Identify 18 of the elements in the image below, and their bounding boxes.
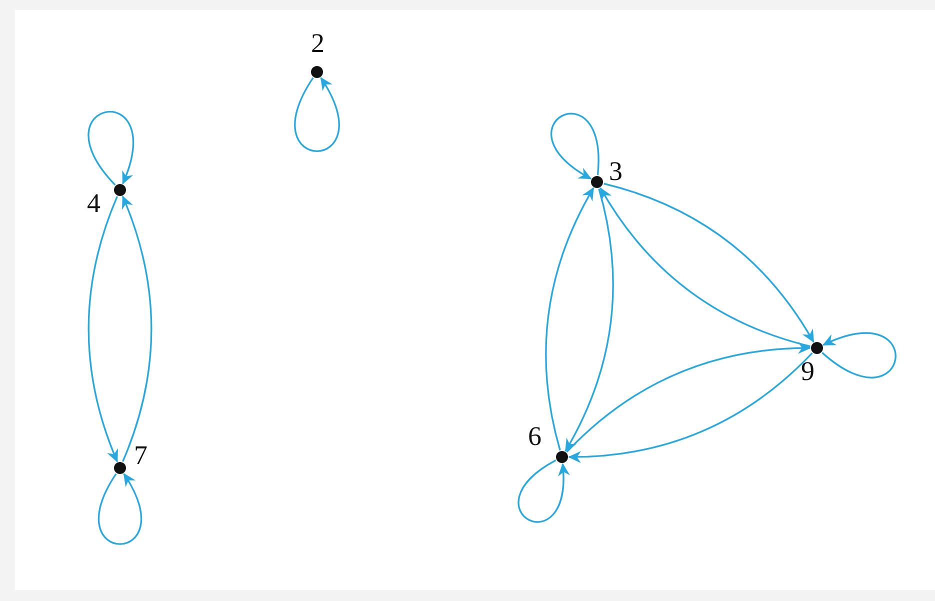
arrow — [566, 342, 811, 453]
arrow — [564, 188, 614, 452]
vertex-label: 9 — [801, 358, 814, 385]
loop-arrow — [550, 112, 599, 180]
arrow — [122, 196, 152, 462]
loop-arrow — [518, 460, 569, 523]
loop-arrow — [88, 111, 134, 186]
vertex-label: 4 — [87, 190, 100, 217]
vertex-label: 7 — [134, 442, 148, 469]
loop-arrow — [822, 332, 896, 378]
loop-arrow — [98, 472, 142, 545]
arrow — [88, 196, 118, 462]
vertex-label: 2 — [311, 30, 324, 57]
loop-arrow — [294, 76, 340, 152]
arrow — [545, 187, 594, 450]
vertex-label: 6 — [528, 423, 542, 450]
vertex-label: 3 — [609, 158, 622, 185]
arrow — [568, 352, 813, 463]
